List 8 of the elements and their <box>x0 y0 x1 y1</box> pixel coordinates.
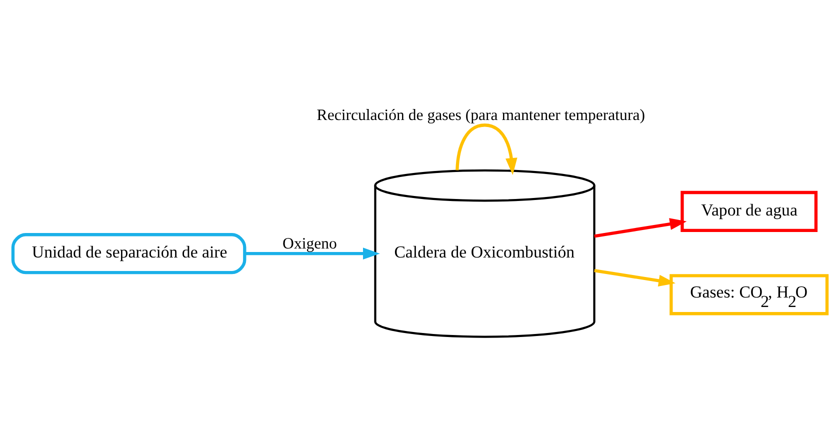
node-box: Vapor de agua <box>680 190 818 232</box>
arrow <box>594 269 676 287</box>
arrow <box>594 218 687 238</box>
arrow <box>244 248 380 260</box>
node-box: Unidad de separación de aire <box>11 233 246 274</box>
edge-label: Recirculación de gases (para mantener temperatura) <box>316 106 645 124</box>
edge-label: Oxigeno <box>282 235 337 252</box>
arrow <box>456 124 518 175</box>
